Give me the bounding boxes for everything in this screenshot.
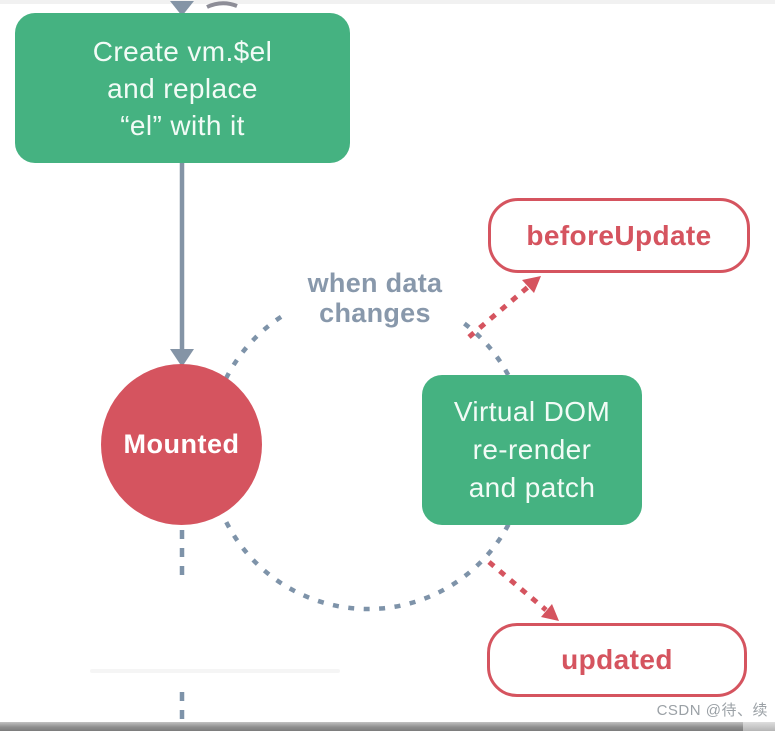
updated-node: updated [487, 623, 747, 697]
virtual-dom-line-1: Virtual DOM [453, 396, 611, 427]
create-el-line-1: Create vm.$el [92, 35, 273, 67]
bottom-scrollbar[interactable] [0, 722, 775, 731]
arrow-create-to-mounted [170, 160, 194, 367]
when-data-changes-label: when data changes [288, 264, 462, 332]
bottom-scrollbar-end [743, 722, 775, 731]
create-el-line-2: and replace [107, 72, 258, 104]
before-update-label: beforeUpdate [526, 219, 712, 251]
mounted-label: Mounted [123, 429, 240, 459]
when-data-changes-line-2: changes [319, 298, 431, 328]
virtual-dom-line-3: and patch [468, 472, 596, 503]
mounted-node: Mounted [101, 364, 262, 525]
watermark: CSDN @待、续 [656, 702, 768, 719]
before-update-node: beforeUpdate [488, 198, 750, 273]
faint-erased-line [90, 669, 340, 673]
arrow-to-before-update [467, 276, 541, 339]
when-data-changes-line-1: when data [307, 268, 443, 298]
updated-label: updated [561, 644, 673, 675]
arrow-to-updated [487, 560, 559, 621]
page-top-edge [0, 0, 775, 4]
incoming-arrow-top [170, 1, 238, 16]
virtual-dom-node: Virtual DOM re-render and patch [422, 375, 642, 525]
create-el-node: Create vm.$el and replace “el” with it [15, 13, 350, 163]
create-el-line-3: “el” with it [120, 109, 245, 141]
virtual-dom-line-2: re-render [472, 434, 592, 465]
